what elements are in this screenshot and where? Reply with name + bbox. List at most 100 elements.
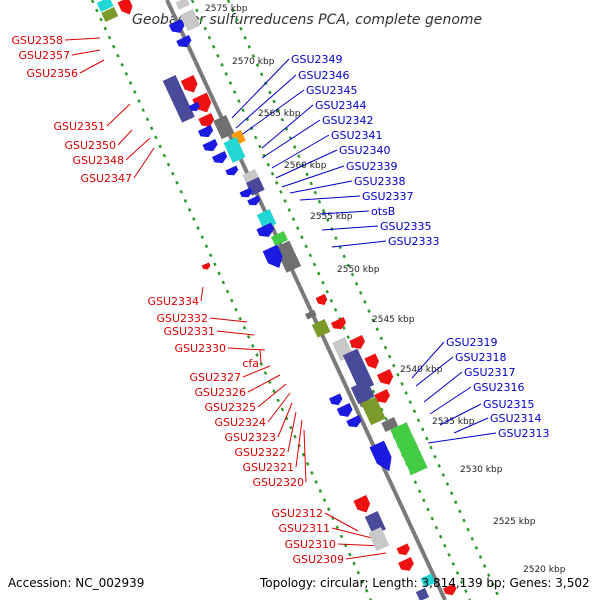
gene-feature bbox=[361, 396, 386, 426]
leader-line bbox=[287, 411, 297, 453]
gene-feature bbox=[381, 417, 399, 433]
gene-box bbox=[180, 9, 201, 32]
gene-feature bbox=[374, 389, 391, 403]
gene-feature bbox=[201, 262, 211, 270]
leader-line bbox=[261, 104, 314, 149]
gene-label: GSU2346 bbox=[298, 69, 350, 82]
gene-label: GSU2321 bbox=[242, 461, 294, 474]
gene-box bbox=[305, 309, 317, 320]
gene-box bbox=[213, 115, 235, 140]
leader-line bbox=[439, 403, 482, 426]
leader-line bbox=[133, 147, 155, 179]
leader-line bbox=[216, 330, 255, 336]
leader-line bbox=[277, 402, 293, 438]
left-guide-line bbox=[90, 0, 373, 600]
leader-lines bbox=[64, 37, 497, 560]
leader-line bbox=[423, 371, 463, 403]
gene-arrow bbox=[330, 317, 347, 330]
gene-arrow bbox=[353, 495, 371, 513]
leader-line bbox=[267, 392, 291, 423]
ruler-tick-label: 2525 kbp bbox=[493, 517, 536, 527]
gene-feature bbox=[225, 165, 239, 176]
gene-feature bbox=[420, 573, 436, 588]
gene-label: GSU2332 bbox=[156, 312, 208, 325]
leader-line bbox=[427, 432, 497, 444]
gene-feature bbox=[168, 19, 185, 33]
gene-label: GSU2324 bbox=[214, 416, 266, 429]
leader-line bbox=[295, 419, 303, 468]
gene-box bbox=[223, 137, 246, 163]
gene-feature bbox=[256, 222, 274, 237]
leader-line bbox=[345, 552, 387, 560]
gene-arrow bbox=[377, 369, 394, 385]
leader-line bbox=[259, 349, 262, 364]
gene-label: GSU2323 bbox=[224, 431, 276, 444]
ruler-tick-label: 2540 kbp bbox=[400, 365, 443, 375]
gene-label: GSU2326 bbox=[194, 386, 246, 399]
gene-arrow bbox=[329, 393, 343, 406]
gene-arrow bbox=[336, 403, 353, 417]
gene-label: GSU2337 bbox=[362, 190, 414, 203]
gene-label: GSU2313 bbox=[498, 427, 550, 440]
gene-arrow bbox=[239, 187, 253, 198]
leader-line bbox=[64, 37, 101, 41]
leader-line bbox=[275, 149, 338, 179]
ruler-tick-label: 2555 kbp bbox=[310, 212, 353, 222]
gene-feature bbox=[213, 115, 235, 140]
gene-label: GSU2310 bbox=[284, 538, 336, 551]
gene-feature bbox=[96, 0, 114, 13]
gene-feature bbox=[311, 319, 331, 338]
leader-line bbox=[321, 225, 379, 231]
leader-line bbox=[324, 512, 359, 532]
gene-arrow bbox=[374, 389, 391, 403]
gene-box bbox=[368, 527, 390, 552]
gene-label: cfa bbox=[242, 357, 259, 370]
ruler-tick-label: 2550 kbp bbox=[337, 265, 380, 275]
gene-label: GSU2327 bbox=[189, 371, 241, 384]
gene-label: GSU2320 bbox=[252, 476, 304, 489]
gene-feature bbox=[353, 495, 371, 513]
leader-line bbox=[331, 527, 377, 540]
gene-box bbox=[361, 396, 386, 426]
leader-line bbox=[106, 103, 131, 127]
ruler-tick-label: 2560 kbp bbox=[284, 161, 327, 171]
gene-arrow bbox=[247, 195, 261, 206]
gene-label: GSU2331 bbox=[163, 325, 215, 338]
gene-feature bbox=[377, 369, 394, 385]
gene-feature bbox=[212, 151, 228, 164]
gene-arrow bbox=[180, 75, 198, 93]
leader-line bbox=[299, 195, 361, 201]
gene-feature bbox=[271, 231, 288, 247]
gene-label: GSU2345 bbox=[306, 84, 358, 97]
ruler-tick-label: 2535 kbp bbox=[432, 417, 475, 427]
leader-line bbox=[242, 365, 271, 378]
ruler-tick-label: 2565 kbp bbox=[258, 109, 301, 119]
gene-label: GSU2311 bbox=[278, 522, 330, 535]
gene-arrow bbox=[364, 353, 379, 369]
gene-feature bbox=[247, 195, 261, 206]
gene-feature bbox=[364, 353, 379, 369]
leader-line bbox=[289, 180, 353, 194]
gene-label: GSU2319 bbox=[446, 336, 498, 349]
gene-feature bbox=[336, 403, 353, 417]
gene-box bbox=[101, 7, 119, 23]
topology-text: Topology: circular; Length: 3,814,139 bp… bbox=[259, 576, 590, 590]
leader-line bbox=[281, 165, 345, 188]
gene-arrow bbox=[168, 19, 185, 33]
gene-label: GSU2341 bbox=[331, 129, 383, 142]
gene-label: GSU2314 bbox=[490, 412, 542, 425]
gene-label: GSU2316 bbox=[473, 381, 525, 394]
gene-box bbox=[420, 573, 436, 588]
leader-line bbox=[453, 417, 489, 434]
gene-arrow bbox=[176, 35, 192, 48]
gene-feature bbox=[315, 293, 328, 306]
gene-label: GSU2309 bbox=[292, 553, 344, 566]
gene-box bbox=[381, 417, 399, 433]
gene-box bbox=[350, 380, 375, 405]
gene-features bbox=[96, 0, 457, 600]
leader-line bbox=[429, 386, 472, 415]
gene-feature bbox=[188, 101, 200, 112]
gene-arrow bbox=[349, 335, 365, 349]
gene-label: GSU2342 bbox=[322, 114, 374, 127]
